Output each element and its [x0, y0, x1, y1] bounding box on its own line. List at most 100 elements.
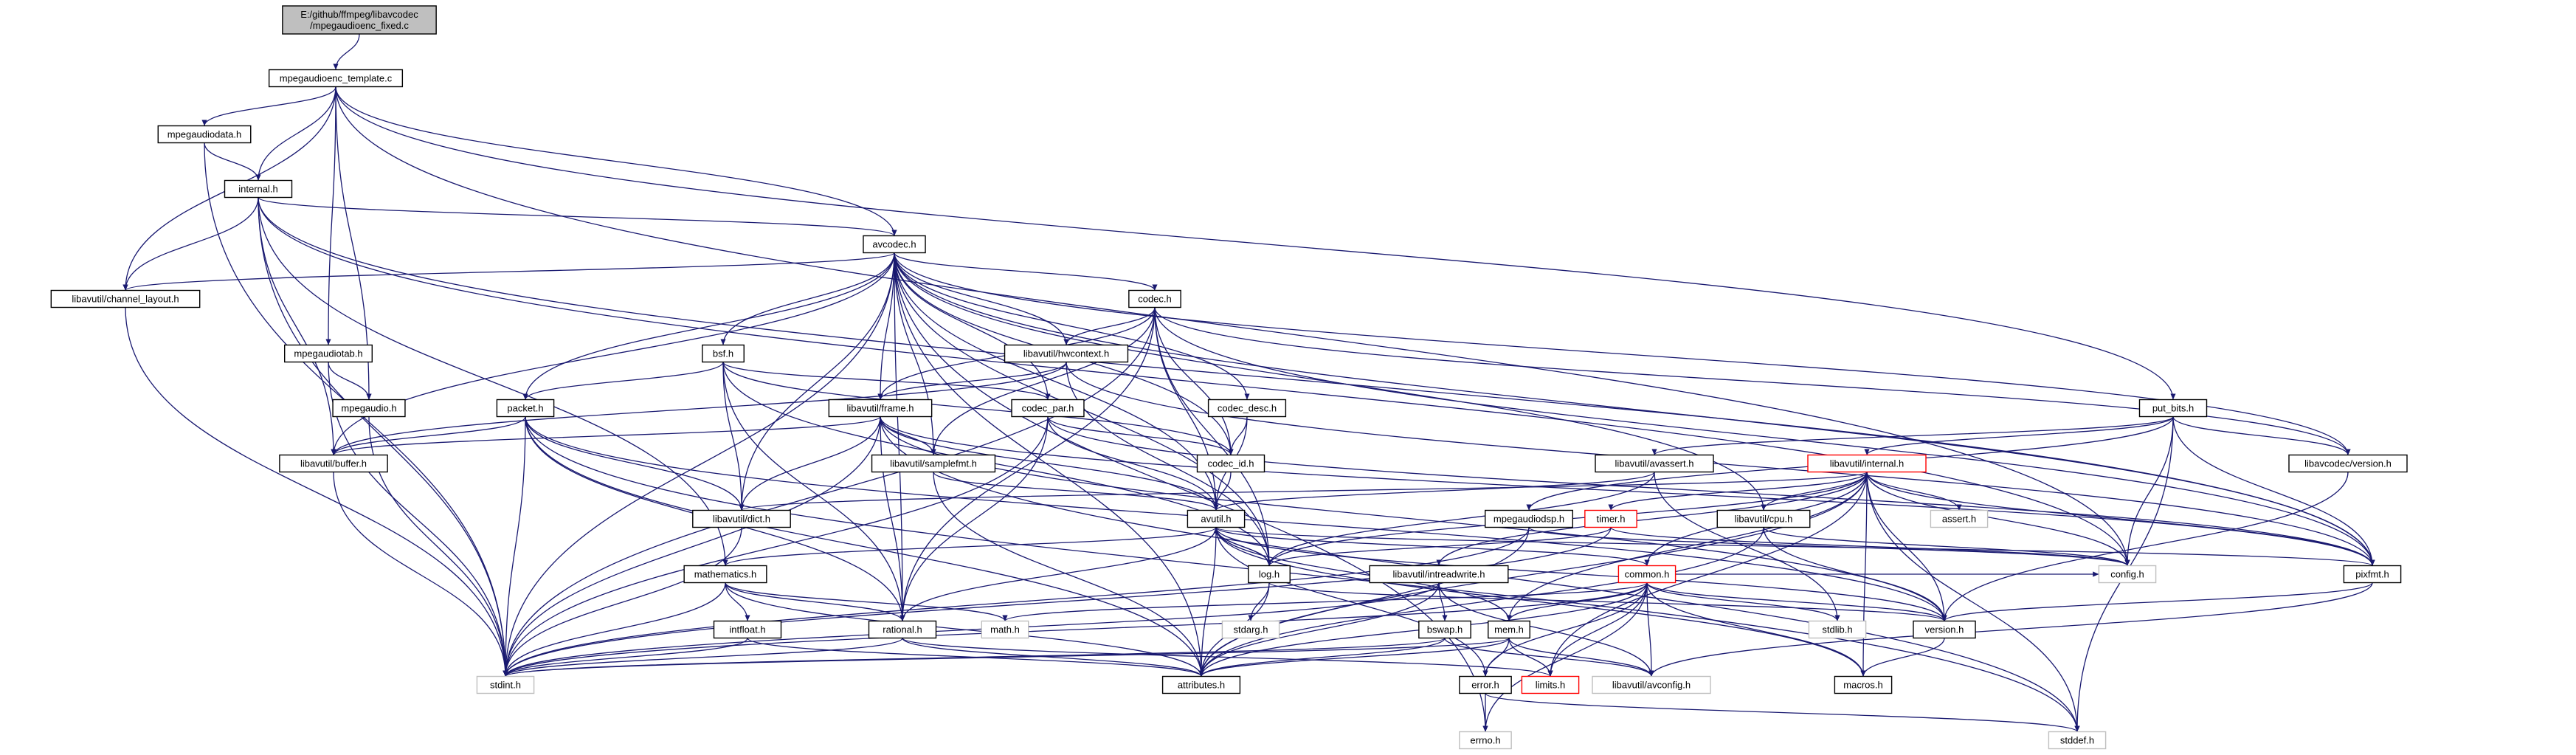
edge-codec-to-lcversion [1154, 307, 2351, 455]
node-avutil[interactable]: avutil.h [1187, 509, 1246, 528]
node-stdint[interactable]: stdint.h [476, 675, 535, 694]
node-label: errno.h [1470, 735, 1500, 746]
edge-codecpar-to-stdint [503, 416, 1049, 677]
node-bswap[interactable]: bswap.h [1418, 620, 1471, 639]
node-label: libavutil/hwcontext.h [1023, 348, 1109, 359]
edge-bsf-to-codecpar [722, 361, 1051, 401]
node-box [332, 399, 406, 418]
node-mpegaudiodsp[interactable]: mpegaudiodsp.h [1484, 509, 1573, 528]
edge-hwcontext-to-frame [877, 362, 1067, 400]
node-label: stddef.h [2060, 735, 2094, 746]
node-box [1834, 675, 1893, 694]
node-intlh[interactable]: libavutil/internal.h [1807, 454, 1927, 473]
node-assert[interactable]: assert.h [1930, 509, 1989, 528]
node-log[interactable]: log.h [1248, 565, 1291, 584]
node-packet[interactable]: packet.h [496, 399, 555, 418]
node-mathematics[interactable]: mathematics.h [683, 565, 767, 584]
node-box [1716, 509, 1811, 528]
node-stdarg[interactable]: stdarg.h [1221, 620, 1280, 639]
node-rational[interactable]: rational.h [868, 620, 937, 639]
node-mpegaudiodata[interactable]: mpegaudiodata.h [157, 125, 252, 144]
edge-mpegaudiotab-to-stdint [328, 362, 508, 677]
edge-bsf-to-packet [522, 362, 724, 400]
edge-buffer-to-stdint [333, 472, 508, 677]
node-intfloat[interactable]: intfloat.h [713, 620, 782, 639]
node-box [2288, 454, 2408, 473]
node-version[interactable]: version.h [1913, 620, 1976, 639]
node-box [1592, 675, 1711, 694]
edge-internal-to-mathematics [258, 197, 728, 566]
edge-avutil-to-mem [1215, 527, 1512, 621]
node-limits[interactable]: limits.h [1521, 675, 1580, 694]
node-mpegaudiotab[interactable]: mpegaudiotab.h [284, 344, 373, 363]
node-common[interactable]: common.h [1617, 565, 1677, 584]
node-lcversion[interactable]: libavcodec/version.h [2288, 454, 2408, 473]
node-label: libavutil/dict.h [713, 514, 770, 525]
edge-avutil-to-attributes [1198, 527, 1217, 677]
node-avcodec[interactable]: avcodec.h [863, 235, 926, 254]
node-intreadwrite[interactable]: libavutil/intreadwrite.h [1369, 565, 1509, 584]
node-chlayout[interactable]: libavutil/channel_layout.h [50, 289, 201, 308]
node-label: libavutil/avconfig.h [1612, 680, 1691, 691]
node-box [692, 509, 791, 528]
node-label: avutil.h [1201, 514, 1231, 525]
node-pixfmt[interactable]: pixfmt.h [2343, 565, 2402, 584]
node-hwcontext[interactable]: libavutil/hwcontext.h [1004, 344, 1129, 363]
edge-frame-to-rational [880, 416, 905, 621]
node-internal[interactable]: internal.h [224, 179, 293, 199]
node-codec[interactable]: codec.h [1128, 289, 1181, 308]
node-error[interactable]: error.h [1459, 675, 1512, 694]
edge-mem-to-stdint [503, 637, 1510, 678]
edge-avcodec-to-rational [894, 252, 905, 621]
node-template[interactable]: mpegaudioenc_template.c [268, 69, 404, 88]
node-avassert[interactable]: libavutil/avassert.h [1595, 454, 1714, 473]
edge-template-to-putbits [335, 86, 2176, 400]
node-dict[interactable]: libavutil/dict.h [692, 509, 791, 528]
node-label: libavutil/internal.h [1830, 458, 1904, 469]
edge-codec-to-codecid [1154, 307, 1234, 455]
node-math[interactable]: math.h [981, 620, 1029, 639]
node-timer[interactable]: timer.h [1584, 509, 1637, 528]
node-config[interactable]: config.h [2098, 565, 2157, 584]
edge-avcodec-to-codec [894, 252, 1158, 291]
edge-codecpar-to-pixfmt [1047, 416, 2375, 566]
edge-avcodec-to-codecpar [894, 252, 1051, 400]
node-box [1584, 509, 1637, 528]
node-cpu[interactable]: libavutil/cpu.h [1716, 509, 1811, 528]
edge-pixfmt-to-avconfig [1648, 582, 2373, 677]
node-label: log.h [1259, 569, 1280, 580]
node-avconfig[interactable]: libavutil/avconfig.h [1592, 675, 1711, 694]
edge-mpegaudio-to-stdint [368, 416, 508, 677]
node-putbits[interactable]: put_bits.h [2138, 399, 2208, 418]
edge-intreadwrite-to-avconfig [1438, 582, 1654, 677]
edge-putbits-to-pixfmt [2172, 416, 2375, 566]
edge-common-to-macros [1646, 582, 1866, 677]
node-macros[interactable]: macros.h [1834, 675, 1893, 694]
node-stddef[interactable]: stddef.h [2048, 731, 2107, 750]
node-bsf[interactable]: bsf.h [702, 344, 745, 363]
node-samplefmt[interactable]: libavutil/samplefmt.h [871, 454, 996, 473]
node-box [1595, 454, 1714, 473]
node-label: libavutil/frame.h [846, 403, 914, 414]
node-box [1248, 565, 1291, 584]
node-codecdesc[interactable]: codec_desc.h [1207, 399, 1287, 418]
node-label: rational.h [883, 624, 922, 635]
node-frame[interactable]: libavutil/frame.h [828, 399, 933, 418]
edge-pixfmt-to-version [1941, 582, 2373, 622]
node-buffer[interactable]: libavutil/buffer.h [279, 454, 388, 473]
node-stdlib[interactable]: stdlib.h [1808, 620, 1867, 639]
edge-avcodec-to-lcversion [894, 252, 2351, 455]
edge-common-to-limits [1547, 582, 1648, 677]
node-attributes[interactable]: attributes.h [1161, 675, 1241, 694]
node-codecid[interactable]: codec_id.h [1196, 454, 1265, 473]
node-label: codec.h [1138, 294, 1172, 305]
node-codecpar[interactable]: codec_par.h [1011, 399, 1085, 418]
node-mem[interactable]: mem.h [1488, 620, 1530, 639]
node-box [1196, 454, 1265, 473]
node-root[interactable]: E:/github/ffmpeg/libavcodec/mpegaudioenc… [282, 5, 437, 35]
node-errno[interactable]: errno.h [1459, 731, 1512, 750]
node-label: macros.h [1843, 680, 1882, 691]
edge-codec-to-samplefmt [930, 307, 1156, 455]
node-mpegaudio[interactable]: mpegaudio.h [332, 399, 406, 418]
